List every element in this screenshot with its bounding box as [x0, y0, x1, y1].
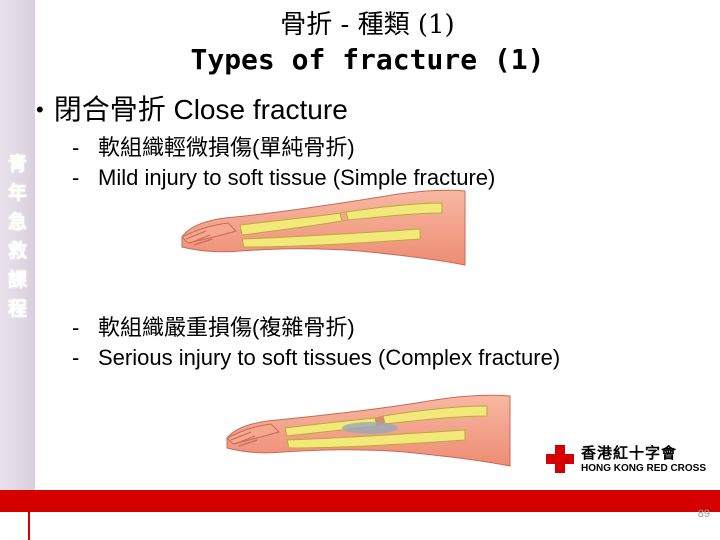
- bullet-dot-icon: •: [36, 97, 44, 122]
- sub-item-text: Mild injury to soft tissue (Simple fract…: [98, 165, 496, 190]
- hand-shape: [226, 423, 280, 445]
- sub-item-mild-zh: -軟組織輕微損傷(單純骨折): [72, 130, 355, 162]
- sidebar-char: 課: [7, 269, 27, 291]
- simple-fracture-arm-illustration: [181, 189, 466, 266]
- slide-title-chinese: 骨折 - 種類 (1): [280, 10, 455, 40]
- sidebar-char: 程: [7, 298, 27, 320]
- dash-marker: -: [72, 135, 80, 160]
- logo-text-chinese: 香港紅十字會: [581, 444, 678, 462]
- footer-vertical-line: [28, 490, 30, 540]
- bullet-text: 閉合骨折 Close fracture: [53, 94, 348, 125]
- sub-item-serious-zh: -軟組織嚴重損傷(複雜骨折): [72, 310, 355, 342]
- sub-item-serious-en: -Serious injury to soft tissues (Complex…: [72, 345, 560, 371]
- fracture-gap: [339, 211, 349, 222]
- finger-lines: [185, 230, 213, 246]
- dash-marker: -: [72, 345, 80, 370]
- hand-shape: [181, 222, 237, 244]
- bullet-close-fracture: • 閉合骨折 Close fracture: [36, 88, 348, 128]
- dash-marker: -: [72, 315, 80, 340]
- sidebar-char: 救: [7, 240, 27, 262]
- page-number: 89: [697, 508, 710, 520]
- sub-item-text: Serious injury to soft tissues (Complex …: [98, 345, 561, 370]
- sub-item-text: 軟組織輕微損傷(單純骨折): [98, 135, 355, 160]
- sub-item-mild-en: -Mild injury to soft tissue (Simple frac…: [72, 165, 495, 191]
- complex-fracture-arm-illustration: [226, 394, 511, 467]
- radius-bone-right: [345, 202, 443, 221]
- sidebar-course-title: 青 年 急 救 課 程: [0, 150, 35, 324]
- footer-red-bar: [0, 490, 720, 512]
- dash-marker: -: [72, 165, 80, 190]
- slide-title-english: Types of fracture (1): [190, 43, 545, 76]
- radius-bone-right: [382, 405, 488, 425]
- logo-text-english: HONG KONG RED CROSS: [581, 463, 707, 474]
- sidebar-char: 年: [7, 182, 27, 204]
- sidebar-char: 青: [7, 153, 27, 175]
- finger-lines: [230, 431, 258, 447]
- footer-white-strip: [0, 512, 720, 540]
- damaged-tissue-patch: [342, 422, 398, 434]
- sidebar-char: 急: [7, 211, 27, 233]
- red-cross-icon: [546, 445, 574, 473]
- sidebar: [0, 0, 35, 490]
- sub-item-text: 軟組織嚴重損傷(複雜骨折): [98, 315, 355, 340]
- ulna-bone: [241, 228, 421, 248]
- ulna-bone: [286, 429, 466, 449]
